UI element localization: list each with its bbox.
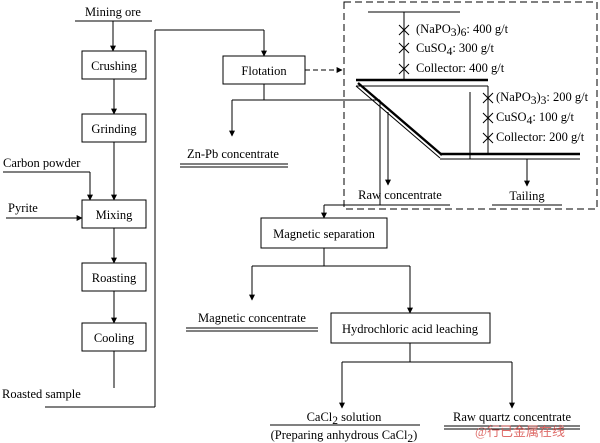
preparing-cacl2-label: (Preparing anhydrous CaCl2) [271, 428, 418, 443]
connector-to-flotation [154, 29, 267, 407]
cooling-label: Cooling [94, 331, 135, 345]
roasted-sample-label: Roasted sample [2, 387, 81, 401]
tailing-label: Tailing [509, 189, 545, 203]
crushing-label: Crushing [91, 59, 138, 73]
crushing-box [81, 50, 147, 80]
reagent-x-mark [482, 92, 494, 104]
mining-ore-label: Mining ore [85, 5, 141, 19]
magnetic-concentrate-label: Magnetic concentrate [198, 311, 306, 325]
reagent-x-mark [398, 63, 410, 75]
inset-border [343, 1, 598, 210]
rougher-cell-slope [355, 85, 441, 159]
raw-quartz-label: Raw quartz concentrate [453, 410, 571, 424]
magnetic-separation-label: Magnetic separation [273, 227, 375, 241]
mixing-label: Mixing [96, 208, 134, 222]
magnetic-separation-box [260, 217, 388, 249]
rougher-reagent-2: CuSO4: 300 g/t [416, 41, 495, 58]
watermark: @行已金属在线 [475, 424, 565, 439]
hcl-leaching-box [330, 312, 491, 344]
scavenger-reagent-1: (NaPO3)3: 200 g/t [496, 90, 589, 107]
cacl2-solution-label: CaCl2 solution [307, 410, 383, 427]
reagent-x-mark [482, 112, 494, 124]
reagent-x-mark [482, 132, 494, 144]
rougher-cell-slope-thick [357, 82, 443, 156]
grinding-label: Grinding [91, 122, 137, 136]
reagent-x-mark [398, 42, 410, 54]
rougher-reagent-marks [398, 24, 410, 75]
flotation-detail-inset: (NaPO3)6: 400 g/t CuSO4: 300 g/t Collect… [343, 1, 598, 210]
scavenger-reagent-3: Collector: 200 g/t [496, 130, 585, 144]
center-flow: Flotation Zn-Pb concentrate Magnetic sep… [180, 55, 580, 443]
flotation-box [222, 55, 306, 85]
rougher-reagent-1: (NaPO3)6: 400 g/t [416, 22, 509, 39]
zn-pb-concentrate-label: Zn-Pb concentrate [187, 147, 279, 161]
roasting-box [81, 262, 147, 292]
roasting-label: Roasting [92, 271, 137, 285]
hcl-leaching-label: Hydrochloric acid leaching [342, 322, 479, 336]
grinding-box [81, 113, 147, 143]
flotation-label: Flotation [241, 64, 287, 78]
mixing-box [81, 199, 147, 229]
carbon-powder-label: Carbon powder [3, 156, 81, 170]
reagent-x-mark [398, 24, 410, 36]
left-column: Mining ore Crushing Grinding Carbon powd… [2, 5, 155, 408]
scavenger-reagent-2: CuSO4: 100 g/t [496, 110, 575, 127]
pyrite-label: Pyrite [8, 201, 38, 215]
scavenger-reagent-marks [482, 92, 494, 144]
raw-concentrate-label: Raw concentrate [358, 188, 442, 202]
rougher-reagent-3: Collector: 400 g/t [416, 61, 505, 75]
